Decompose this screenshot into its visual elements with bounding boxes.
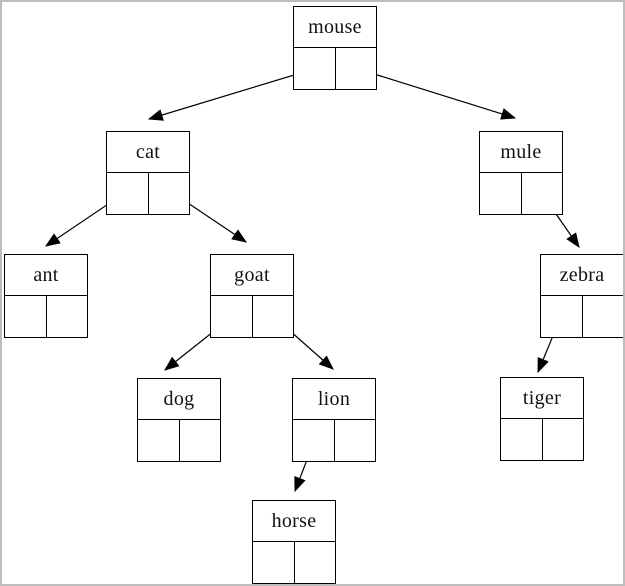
- pointer-cells: [138, 420, 220, 461]
- left-pointer-cell: [501, 419, 543, 460]
- right-pointer-cell: [543, 419, 584, 460]
- node-label: mouse: [294, 7, 376, 48]
- left-pointer-cell: [294, 48, 336, 89]
- tree-node-mouse: mouse: [293, 6, 377, 90]
- edge-mouse-right-mule: [354, 67, 517, 120]
- tree-node-cat: cat: [106, 131, 190, 215]
- node-label: tiger: [501, 378, 583, 419]
- node-label: horse: [253, 501, 335, 542]
- right-pointer-cell: [335, 420, 376, 461]
- right-pointer-cell: [336, 48, 377, 89]
- tree-node-mule: mule: [479, 131, 563, 215]
- tree-node-goat: goat: [210, 254, 294, 338]
- left-pointer-cell: [253, 542, 295, 583]
- node-label: lion: [293, 379, 375, 420]
- right-pointer-cell: [253, 296, 294, 337]
- right-pointer-cell: [180, 420, 221, 461]
- node-label: dog: [138, 379, 220, 420]
- left-pointer-cell: [293, 420, 335, 461]
- pointer-cells: [294, 48, 376, 89]
- node-label: cat: [107, 132, 189, 173]
- pointer-cells: [541, 296, 623, 337]
- node-label: goat: [211, 255, 293, 296]
- left-pointer-cell: [480, 173, 522, 214]
- tree-node-dog: dog: [137, 378, 221, 462]
- node-label: zebra: [541, 255, 623, 296]
- pointer-cells: [253, 542, 335, 583]
- left-pointer-cell: [138, 420, 180, 461]
- pointer-cells: [107, 173, 189, 214]
- right-pointer-cell: [149, 173, 190, 214]
- pointer-cells: [501, 419, 583, 460]
- left-pointer-cell: [541, 296, 583, 337]
- right-pointer-cell: [583, 296, 624, 337]
- right-pointer-cell: [295, 542, 336, 583]
- pointer-cells: [480, 173, 562, 214]
- pointer-cells: [5, 296, 87, 337]
- pointer-cells: [293, 420, 375, 461]
- node-label: ant: [5, 255, 87, 296]
- pointer-cells: [211, 296, 293, 337]
- tree-node-horse: horse: [252, 500, 336, 584]
- right-pointer-cell: [522, 173, 563, 214]
- left-pointer-cell: [5, 296, 47, 337]
- tree-node-ant: ant: [4, 254, 88, 338]
- left-pointer-cell: [211, 296, 253, 337]
- right-pointer-cell: [47, 296, 88, 337]
- tree-node-tiger: tiger: [500, 377, 584, 461]
- tree-node-lion: lion: [292, 378, 376, 462]
- edge-mouse-left-cat: [147, 68, 315, 121]
- left-pointer-cell: [107, 173, 149, 214]
- tree-node-zebra: zebra: [540, 254, 623, 338]
- node-label: mule: [480, 132, 562, 173]
